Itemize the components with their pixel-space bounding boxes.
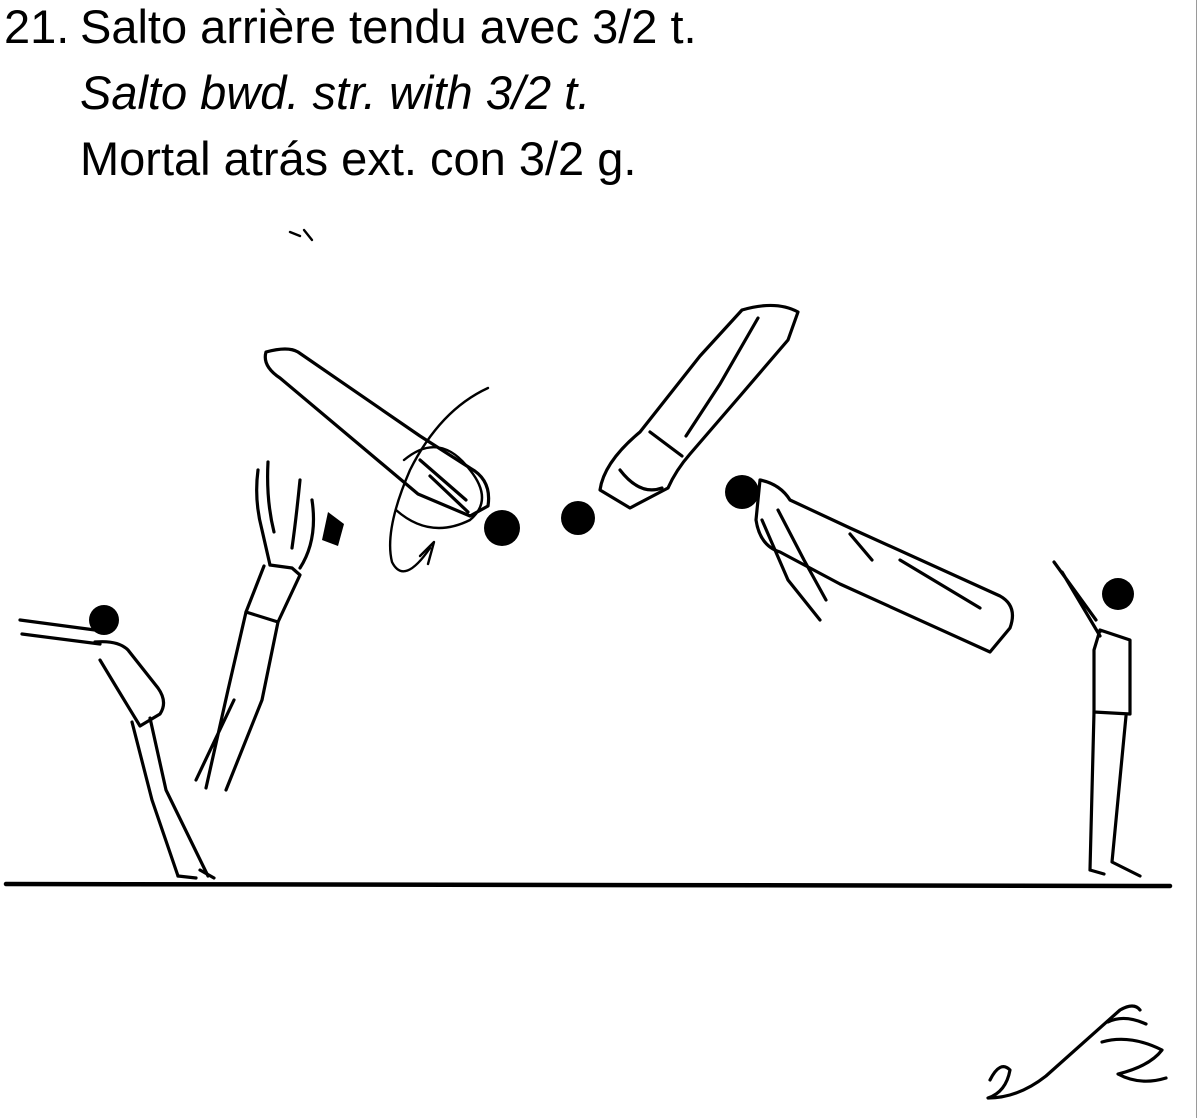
figure-takeoff [20,605,214,878]
floor-line [6,884,1170,886]
figure-landing [1054,562,1140,876]
signature-symbol-icon [988,1006,1166,1098]
figure-layout-rising [265,349,520,571]
figure-jump [196,462,344,790]
ink-speck [290,230,312,240]
figure-descending [725,475,1012,652]
figure-inverted [561,305,798,535]
